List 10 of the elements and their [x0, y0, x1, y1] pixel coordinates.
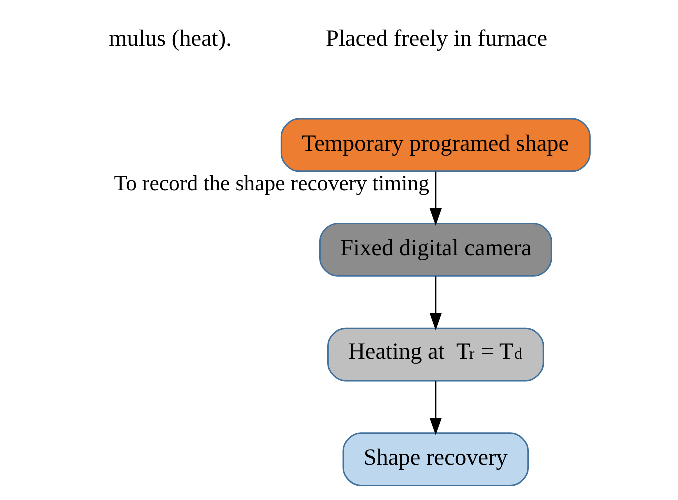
node-box: Shape recovery: [342, 432, 529, 486]
node-box: Temporary programed shape: [280, 118, 590, 172]
arrow: [429, 276, 442, 331]
arrow: [429, 172, 442, 226]
arrow: [429, 381, 442, 436]
node-label: Placed freely in furnace: [326, 26, 548, 52]
edge-label: To record the shape recovery timing: [114, 171, 430, 196]
label: mulus (heat).: [108, 26, 232, 52]
node-box: Fixed digital camera: [318, 223, 552, 277]
node-box: Heating at Tr = Td: [327, 328, 544, 382]
